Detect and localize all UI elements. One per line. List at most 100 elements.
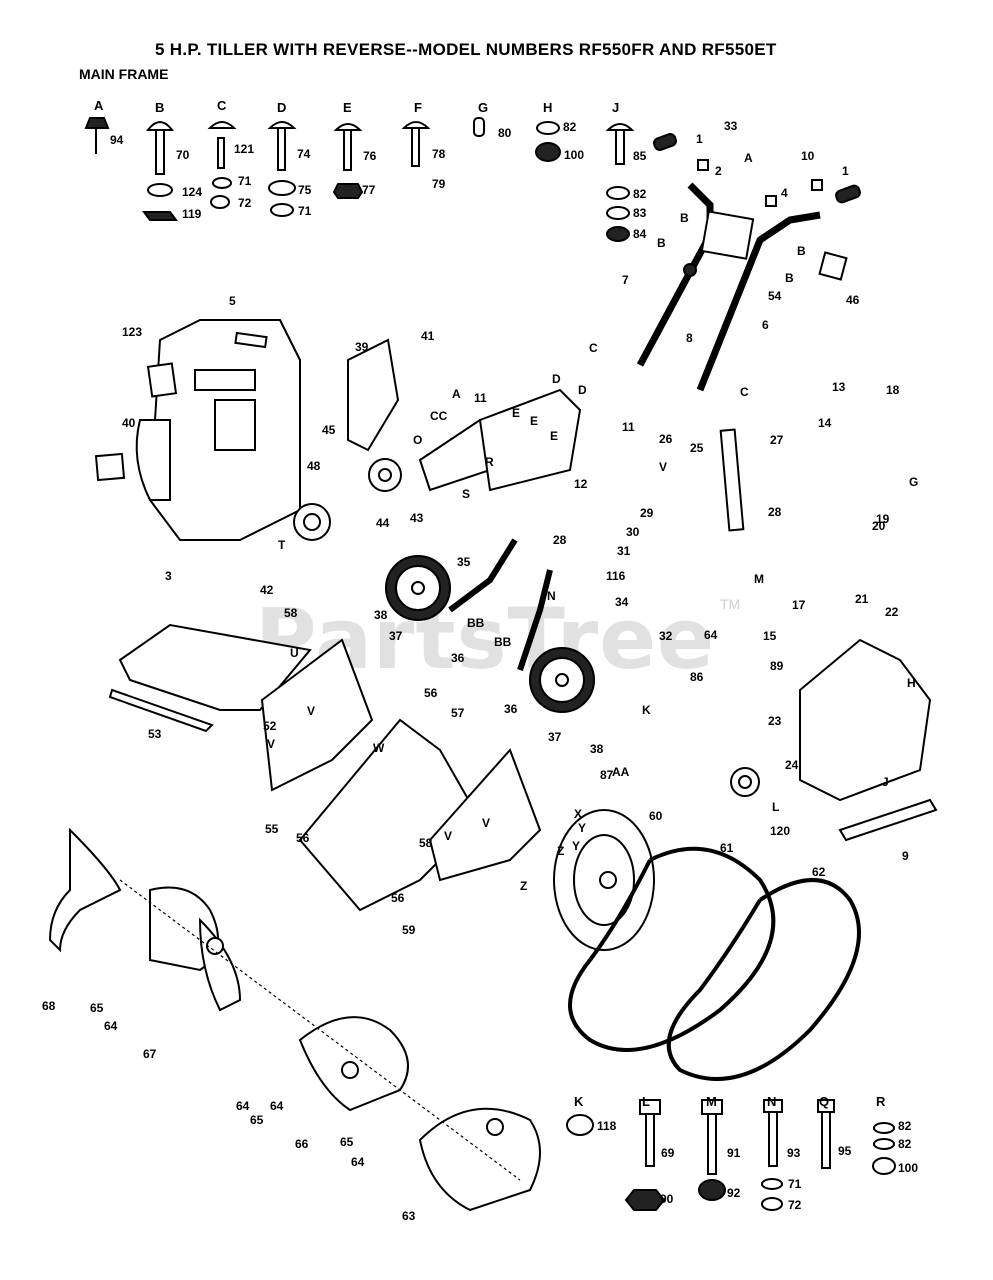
hardware-row-top: [84, 117, 635, 242]
callout-75: 75: [298, 183, 312, 197]
letter-tag-d: D: [578, 383, 587, 397]
callout-64: 64: [270, 1099, 284, 1113]
letter-tag-j: J: [882, 775, 889, 789]
handle-assembly: [636, 133, 861, 392]
letter-tag-l: L: [772, 800, 779, 814]
letter-tag-e: E: [512, 406, 520, 420]
hardware-letter-q: Q: [819, 1094, 829, 1109]
callout-68: 68: [42, 999, 56, 1013]
callout-74: 74: [297, 147, 311, 161]
callout-65: 65: [340, 1135, 354, 1149]
callout-100: 100: [898, 1161, 918, 1175]
callout-1: 1: [696, 132, 703, 146]
callout-64: 64: [351, 1155, 365, 1169]
callout-44: 44: [376, 516, 390, 530]
callout-27: 27: [770, 433, 784, 447]
letter-tag-d: D: [552, 372, 561, 386]
diagram-title: 5 H.P. TILLER WITH REVERSE--MODEL NUMBER…: [155, 40, 777, 59]
callout-38: 38: [590, 742, 604, 756]
letter-tag-v: V: [482, 816, 490, 830]
callout-30: 30: [626, 525, 640, 539]
hardware-letter-m: M: [706, 1094, 717, 1109]
callout-43: 43: [410, 511, 424, 525]
callout-78: 78: [432, 147, 446, 161]
callout-45: 45: [322, 423, 336, 437]
letter-tag-t: T: [278, 538, 286, 552]
section-subtitle: MAIN FRAME: [79, 66, 169, 82]
callout-41: 41: [421, 329, 435, 343]
callout-79: 79: [432, 177, 446, 191]
callout-12: 12: [574, 477, 588, 491]
callout-21: 21: [855, 592, 869, 606]
callout-56: 56: [296, 831, 310, 845]
callout-71: 71: [298, 204, 312, 218]
callout-83: 83: [633, 206, 647, 220]
callout-19: 19: [876, 512, 890, 526]
watermark-trademark: TM: [720, 596, 741, 612]
hardware-letter-n: N: [767, 1094, 776, 1109]
callout-65: 65: [90, 1001, 104, 1015]
callout-91: 91: [727, 1146, 741, 1160]
callout-123: 123: [122, 325, 142, 339]
callout-36: 36: [451, 651, 465, 665]
callout-11: 11: [474, 391, 487, 405]
callout-119: 119: [182, 207, 202, 221]
callout-5: 5: [229, 294, 236, 308]
letter-tag-b: B: [657, 236, 666, 250]
letter-tag-x: X: [574, 807, 582, 821]
callout-18: 18: [886, 383, 900, 397]
callout-71: 71: [788, 1177, 802, 1191]
callout-26: 26: [659, 432, 673, 446]
hardware-letter-g: G: [478, 100, 488, 115]
callout-37: 37: [389, 629, 403, 643]
letter-tag-cc: CC: [430, 409, 448, 423]
brackets-and-plates: [347, 338, 745, 532]
callout-87: 87: [600, 768, 614, 782]
callout-65: 65: [250, 1113, 264, 1127]
callout-20: 20: [872, 519, 886, 533]
callout-38: 38: [374, 608, 388, 622]
callout-1: 1: [842, 164, 849, 178]
letter-tag-b: B: [680, 211, 689, 225]
hardware-letter-h: H: [543, 100, 552, 115]
letter-tag-u: U: [290, 646, 299, 660]
hardware-letter-j: J: [612, 100, 619, 115]
letter-tag-v: V: [267, 737, 275, 751]
hardware-letter-c: C: [217, 98, 227, 113]
callout-39: 39: [355, 340, 369, 354]
letter-tag-n: N: [547, 589, 556, 603]
callout-42: 42: [260, 583, 274, 597]
callout-48: 48: [307, 459, 321, 473]
callout-85: 85: [633, 149, 647, 163]
letter-tag-c: C: [589, 341, 598, 355]
letter-tag-z: Z: [520, 879, 527, 893]
callout-82: 82: [633, 187, 647, 201]
callout-94: 94: [110, 133, 124, 147]
hardware-letter-d: D: [277, 100, 286, 115]
callout-61: 61: [720, 841, 734, 855]
callout-17: 17: [792, 598, 806, 612]
callout-7: 7: [622, 273, 629, 287]
callout-46: 46: [846, 293, 860, 307]
belt-cover-and-belts: [568, 638, 938, 1081]
letter-tag-b: B: [785, 271, 794, 285]
callout-72: 72: [788, 1198, 802, 1212]
letter-tag-v: V: [444, 829, 452, 843]
letter-tag-aa: AA: [612, 765, 630, 779]
letter-tag-v: V: [659, 460, 667, 474]
callout-71: 71: [238, 174, 252, 188]
callout-37: 37: [548, 730, 562, 744]
callout-86: 86: [690, 670, 704, 684]
callout-77: 77: [362, 183, 376, 197]
callout-64: 64: [704, 628, 718, 642]
callout-95: 95: [838, 1144, 852, 1158]
callout-118: 118: [597, 1119, 617, 1133]
callout-29: 29: [640, 506, 654, 520]
letter-tag-c: C: [740, 385, 749, 399]
callout-72: 72: [238, 196, 252, 210]
wheels: [385, 538, 595, 713]
callout-80: 80: [498, 126, 512, 140]
callout-22: 22: [885, 605, 899, 619]
callout-25: 25: [690, 441, 704, 455]
